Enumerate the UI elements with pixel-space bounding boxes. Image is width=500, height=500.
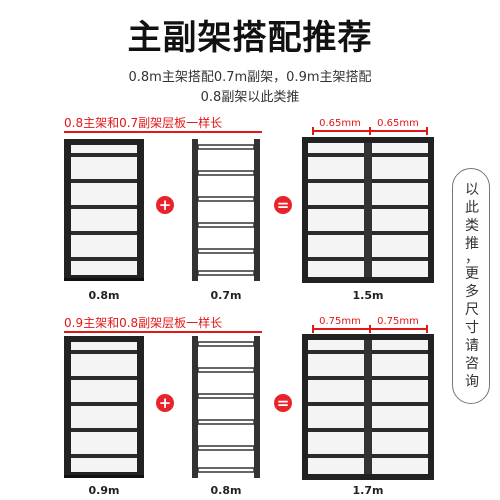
plus-icon: + (156, 196, 174, 214)
dim-tick (369, 325, 371, 333)
side-comma: ， (465, 250, 479, 266)
section-1-label: 0.8主架和0.7副架层板一样长 (64, 116, 223, 130)
subtitle-line-2: 0.8副架以此类推 (200, 90, 300, 105)
side-char: 请 (465, 338, 479, 354)
side-char: 询 (465, 374, 479, 390)
main-shelf-1-icon (64, 139, 144, 281)
side-char: 推 (465, 236, 479, 252)
dim-label-1-left: 0.65mm (319, 118, 361, 129)
sub-size-2: 0.8m (210, 484, 242, 497)
main-size-2: 0.9m (88, 484, 120, 497)
dim-tick (426, 127, 428, 135)
combined-shelf-2-icon (302, 334, 434, 480)
side-char: 以 (465, 182, 479, 198)
dim-tick (426, 325, 428, 333)
total-size-2: 1.7m (352, 484, 384, 497)
section-2-label: 0.9主架和0.8副架层板一样长 (64, 316, 223, 330)
combined-shelf-1-icon (302, 137, 434, 283)
main-shelf-2-icon (64, 336, 144, 478)
side-char: 此 (465, 200, 479, 216)
dim-label-2-right: 0.75mm (377, 316, 419, 327)
side-char: 多 (465, 284, 479, 300)
section-2-underline (64, 331, 262, 333)
equals-icon: = (274, 196, 292, 214)
dim-label-2-left: 0.75mm (319, 316, 361, 327)
plus-icon: + (156, 394, 174, 412)
side-char: 尺 (465, 302, 479, 318)
subtitle-line-1: 0.8m主架搭配0.7m副架，0.9m主架搭配 (128, 70, 372, 85)
side-char: 寸 (465, 320, 479, 336)
side-char: 类 (465, 218, 479, 234)
main-size-1: 0.8m (88, 289, 120, 302)
equals-icon: = (274, 394, 292, 412)
page-title: 主副架搭配推荐 (127, 18, 373, 58)
side-note-capsule: 以 此 类 推 ， 更 多 尺 寸 请 咨 询 客 服 (452, 168, 490, 404)
dim-tick (312, 325, 314, 333)
sub-shelf-1-icon (192, 139, 260, 281)
dim-label-1-right: 0.65mm (377, 118, 419, 129)
dim-tick (369, 127, 371, 135)
total-size-1: 1.5m (352, 289, 384, 302)
sub-size-1: 0.7m (210, 289, 242, 302)
sub-shelf-2-icon (192, 336, 260, 478)
side-char: 咨 (465, 356, 479, 372)
section-1-underline (64, 131, 262, 133)
side-char: 更 (465, 266, 479, 282)
dim-tick (312, 127, 314, 135)
